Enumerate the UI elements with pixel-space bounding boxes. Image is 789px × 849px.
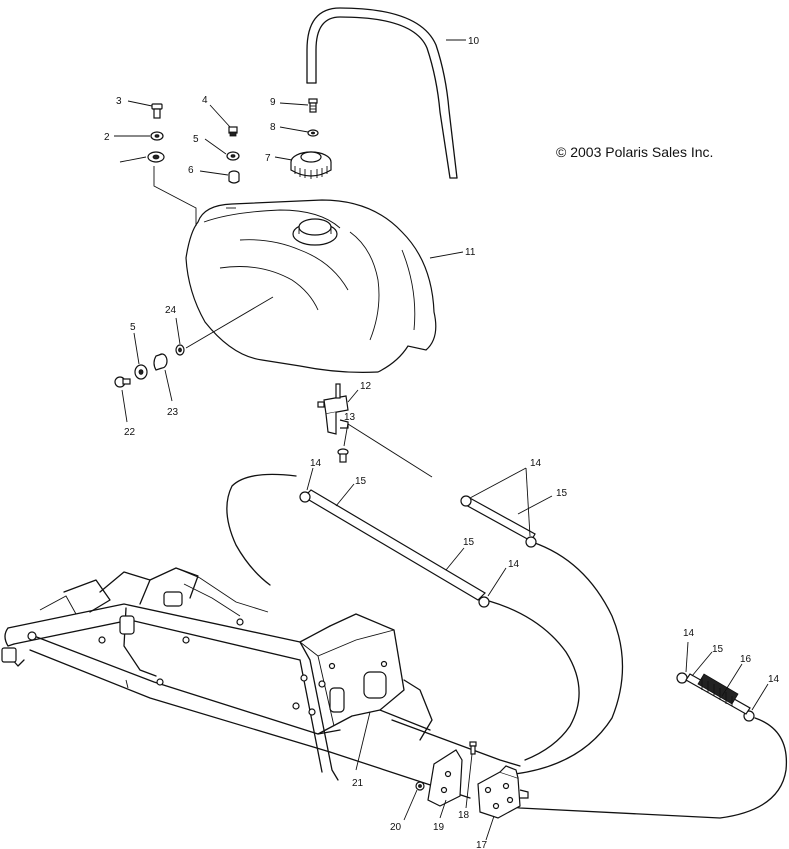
leader-lines (114, 39, 769, 841)
callout-23: 23 (167, 407, 179, 418)
callout-20: 20 (390, 822, 402, 833)
spacer-23 (153, 353, 168, 371)
washer-2 (150, 131, 164, 141)
callout-22: 22 (124, 427, 136, 438)
callout-6: 6 (188, 165, 194, 176)
callout-11: 11 (465, 247, 476, 258)
callout-4: 4 (202, 95, 208, 106)
bushing-24 (175, 344, 185, 356)
vent-hose (306, 7, 458, 179)
screw-4 (228, 126, 238, 137)
callout-3: 3 (116, 96, 122, 107)
callout-8: 8 (270, 122, 276, 133)
clamps-14 (299, 491, 755, 722)
callout-16: 16 (740, 654, 752, 665)
washer-5-side (134, 364, 148, 380)
spacer-6 (228, 170, 240, 184)
copyright-notice: © 2003 Polaris Sales Inc. (556, 144, 713, 160)
callout-7: 7 (265, 153, 271, 164)
callout-19: 19 (433, 822, 445, 833)
callout-10: 10 (468, 36, 480, 47)
callout-15-b: 15 (556, 488, 568, 499)
washer-5-top (226, 151, 240, 161)
callout-14-a: 14 (310, 458, 322, 469)
nut-20 (415, 781, 425, 791)
callout-17: 17 (476, 840, 488, 849)
fuel-tank (185, 199, 437, 373)
callout-21: 21 (352, 778, 364, 789)
callout-15-a: 15 (355, 476, 367, 487)
callout-14-d: 14 (683, 628, 695, 639)
callout-13: 13 (344, 412, 356, 423)
screw-13 (337, 448, 349, 463)
callout-9: 9 (270, 97, 276, 108)
callout-18: 18 (458, 810, 470, 821)
callout-15-c: 15 (463, 537, 475, 548)
callout-numbers: 3 2 4 5 6 9 8 7 10 11 24 5 23 22 12 13 1… (104, 36, 780, 849)
callout-15-d: 15 (712, 644, 724, 655)
screw-18 (469, 741, 477, 755)
callout-14-e: 14 (768, 674, 780, 685)
chassis-frame (1, 567, 521, 799)
fuel-tube-15a (303, 489, 486, 601)
callout-5-top: 5 (193, 134, 199, 145)
fuel-cap-7 (290, 151, 332, 179)
fuel-filter-16 (685, 673, 751, 715)
fitting-9 (308, 98, 318, 113)
callout-24: 24 (165, 305, 177, 316)
screw-3 (151, 103, 163, 119)
callout-2: 2 (104, 132, 110, 143)
callout-14-b: 14 (530, 458, 542, 469)
washer-8 (307, 129, 319, 137)
pump-bracket-19 (427, 749, 463, 807)
fuel-tube-15b (463, 496, 536, 542)
fuel-pump-17 (477, 765, 529, 819)
grommet-1 (147, 151, 165, 163)
callout-5-side: 5 (130, 322, 136, 333)
callout-12: 12 (360, 381, 372, 392)
fuel-valve-12 (317, 383, 349, 435)
callout-14-c: 14 (508, 559, 520, 570)
screw-22 (114, 376, 131, 388)
